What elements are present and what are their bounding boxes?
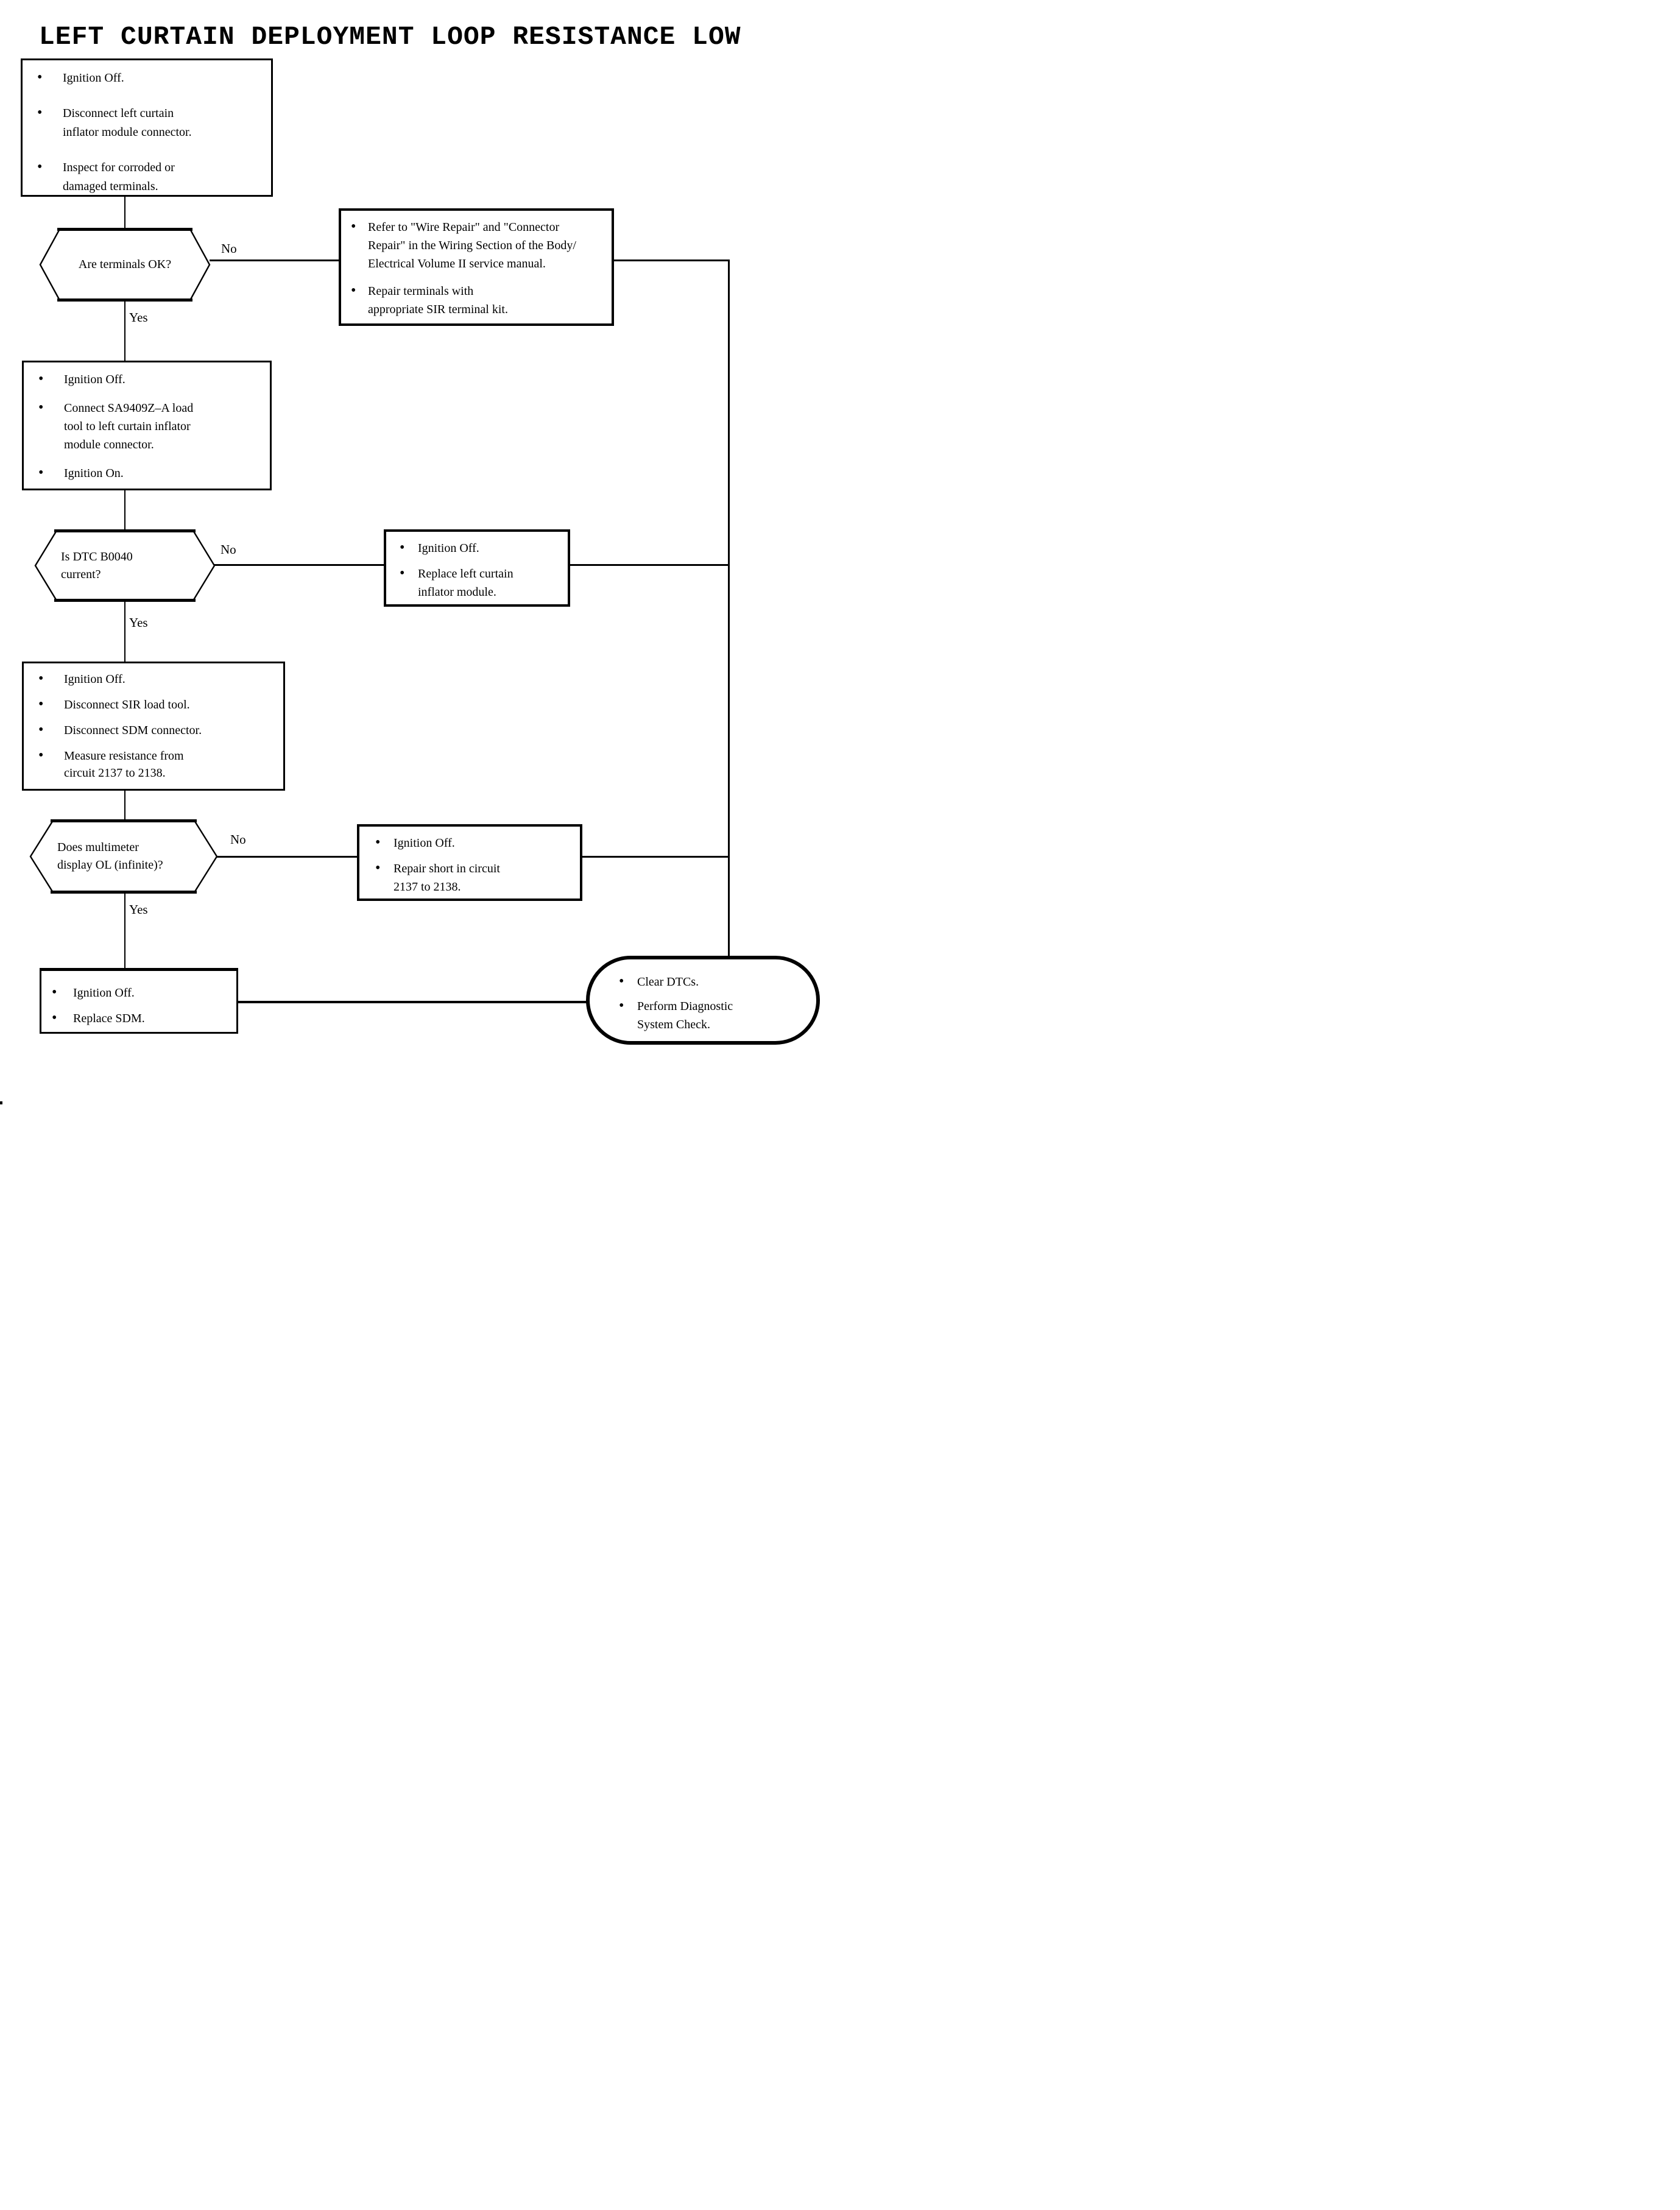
step-list: Ignition Off. Repair short in circuit 21… [359, 827, 580, 896]
step-item: Clear DTCs. [619, 972, 811, 991]
step-list: Ignition Off. Replace SDM. [41, 971, 236, 1028]
edge-replaceinflator-to-rail [570, 564, 730, 566]
step-item: Ignition Off. [37, 68, 266, 88]
step-item: Measure resistance from circuit 2137 to … [38, 747, 278, 782]
decision-question: Does multimeter display OL (infinite)? [57, 841, 163, 872]
edge-repairterminals-to-rail [614, 259, 730, 261]
step-item: Replace left curtain inflator module. [400, 564, 563, 601]
step-item: Ignition Off. [38, 370, 265, 389]
step-box-start: Ignition Off. Disconnect left curtain in… [21, 58, 273, 197]
branch-label-no: No [221, 241, 237, 256]
step-item: Ignition Off. [375, 833, 575, 852]
step-list: Refer to "Wire Repair" and "Connector Re… [341, 211, 612, 319]
step-item: Disconnect SIR load tool. [38, 696, 278, 713]
edge-terminals-no [210, 259, 339, 261]
edge-dtc-no [214, 564, 384, 566]
terminal-end-node: Clear DTCs. Perform Diagnostic System Ch… [586, 956, 820, 1045]
branch-label-yes: Yes [129, 615, 148, 630]
scan-artifact [0, 1101, 2, 1104]
hexagon-shape [39, 228, 211, 302]
step-box-repair-terminals: Refer to "Wire Repair" and "Connector Re… [339, 208, 614, 326]
page-title: LEFT CURTAIN DEPLOYMENT LOOP RESISTANCE … [39, 22, 741, 52]
step-box-repair-short: Ignition Off. Repair short in circuit 21… [357, 824, 582, 901]
step-item: Ignition Off. [52, 984, 231, 1002]
decision-terminals-ok: Are terminals OK? [39, 228, 211, 302]
step-box-replace-inflator: Ignition Off. Replace left curtain infla… [384, 529, 570, 607]
branch-label-no: No [230, 832, 246, 847]
step-list: Ignition Off. Connect SA9409Z–A load too… [24, 362, 270, 482]
step-item: Ignition Off. [400, 538, 563, 557]
step-list: Ignition Off. Replace left curtain infla… [386, 532, 568, 601]
edge-measure-to-multimeter [124, 791, 125, 820]
edge-replacesdm-to-end [238, 1001, 589, 1003]
edge-multimeter-no [217, 856, 358, 858]
flowchart-page: LEFT CURTAIN DEPLOYMENT LOOP RESISTANCE … [0, 0, 840, 1105]
step-list: Clear DTCs. Perform Diagnostic System Ch… [590, 959, 816, 1034]
decision-multimeter-ol: Does multimeter display OL (infinite)? [29, 819, 218, 894]
edge-terminals-yes [124, 302, 125, 361]
decision-dtc-current: Is DTC B0040 current? [34, 529, 216, 602]
step-item: Repair short in circuit 2137 to 2138. [375, 859, 575, 896]
edge-dtc-yes [124, 602, 125, 662]
edge-repairshort-to-rail [582, 856, 730, 858]
step-item: Connect SA9409Z–A load tool to left curt… [38, 398, 265, 454]
step-item: Disconnect left curtain inflator module … [37, 104, 266, 142]
step-box-load-tool: Ignition Off. Connect SA9409Z–A load too… [22, 361, 272, 490]
step-box-replace-sdm: Ignition Off. Replace SDM. [40, 968, 238, 1034]
step-item: Ignition On. [38, 464, 265, 482]
step-item: Inspect for corroded or damaged terminal… [37, 158, 266, 195]
step-list: Ignition Off. Disconnect left curtain in… [23, 60, 271, 195]
step-item: Ignition Off. [38, 670, 278, 688]
decision-question: Is DTC B0040 current? [61, 549, 133, 581]
step-item: Perform Diagnostic System Check. [619, 997, 811, 1034]
hexagon-shape [34, 529, 216, 602]
branch-label-yes: Yes [129, 902, 148, 917]
hexagon-shape [29, 819, 218, 894]
edge-start-to-terminals [124, 197, 125, 228]
edge-multimeter-yes [124, 894, 125, 969]
step-item: Replace SDM. [52, 1009, 231, 1028]
step-item: Repair terminals with appropriate SIR te… [351, 281, 607, 319]
step-item: Disconnect SDM connector. [38, 721, 278, 739]
edge-loadtool-to-dtc [124, 490, 125, 530]
branch-label-no: No [221, 542, 236, 557]
step-item: Refer to "Wire Repair" and "Connector Re… [351, 217, 607, 273]
step-box-measure: Ignition Off. Disconnect SIR load tool. … [22, 662, 285, 791]
step-list: Ignition Off. Disconnect SIR load tool. … [24, 663, 283, 782]
decision-question: Are terminals OK? [78, 258, 172, 271]
branch-label-yes: Yes [129, 310, 148, 325]
edge-right-return-rail [728, 259, 730, 959]
